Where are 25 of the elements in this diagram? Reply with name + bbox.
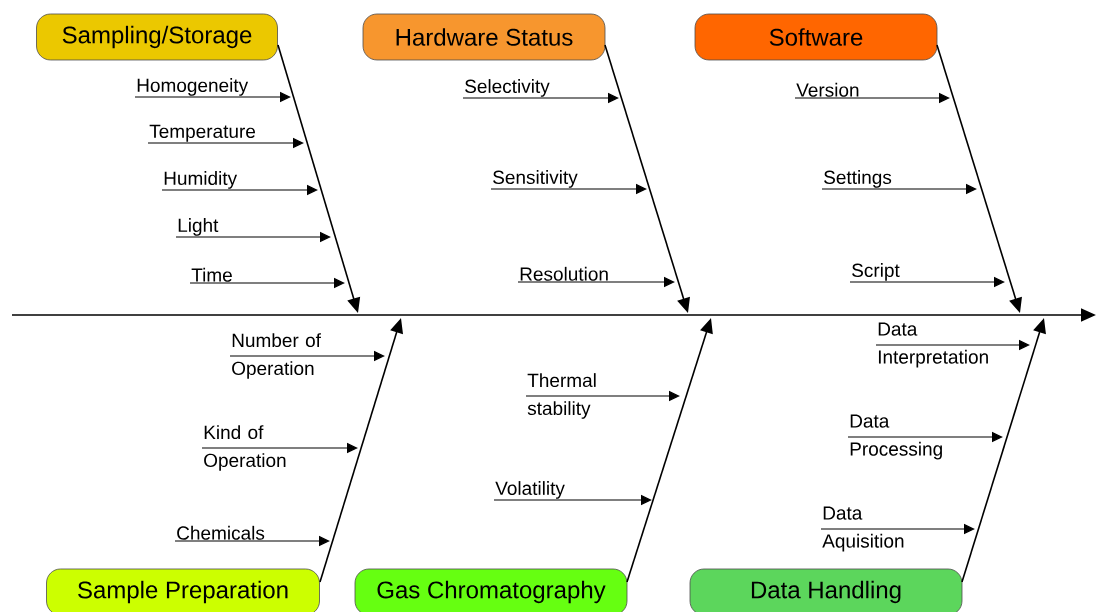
cause-label: Temperature xyxy=(149,124,256,142)
cause-label: Time xyxy=(191,267,232,282)
cause-label: Light xyxy=(178,218,219,236)
cause-label: Thermal stability xyxy=(527,373,596,419)
cause-label: Volatility xyxy=(495,481,565,499)
category-box: Hardware Status xyxy=(362,13,606,61)
category-box: Data Handling xyxy=(689,568,963,612)
cause-label: Script xyxy=(852,263,900,281)
cause-label: Settings xyxy=(824,170,892,188)
cause-label: Kind of Operation xyxy=(204,425,286,471)
cause-label: Humidity xyxy=(164,171,238,189)
cause-label: Number of Operation xyxy=(232,333,321,379)
cause-label: Chemicals xyxy=(177,525,265,540)
cause-label: Selectivity xyxy=(465,79,550,97)
cause-label: Resolution xyxy=(520,266,608,281)
cause-label: Data Aquisition xyxy=(822,506,904,552)
category-box: Gas Chromatography xyxy=(354,568,628,612)
cause-label: Sensitivity xyxy=(493,170,578,188)
cause-label: Data Processing xyxy=(850,414,942,460)
cause-label: Version xyxy=(796,82,859,97)
cause-label: Homogeneity xyxy=(137,78,249,96)
cause-label: Data Interpretation xyxy=(878,322,988,368)
category-box: Software xyxy=(694,13,938,61)
category-box: Sample Preparation xyxy=(46,568,320,612)
category-box: Sampling/Storage xyxy=(36,13,278,61)
